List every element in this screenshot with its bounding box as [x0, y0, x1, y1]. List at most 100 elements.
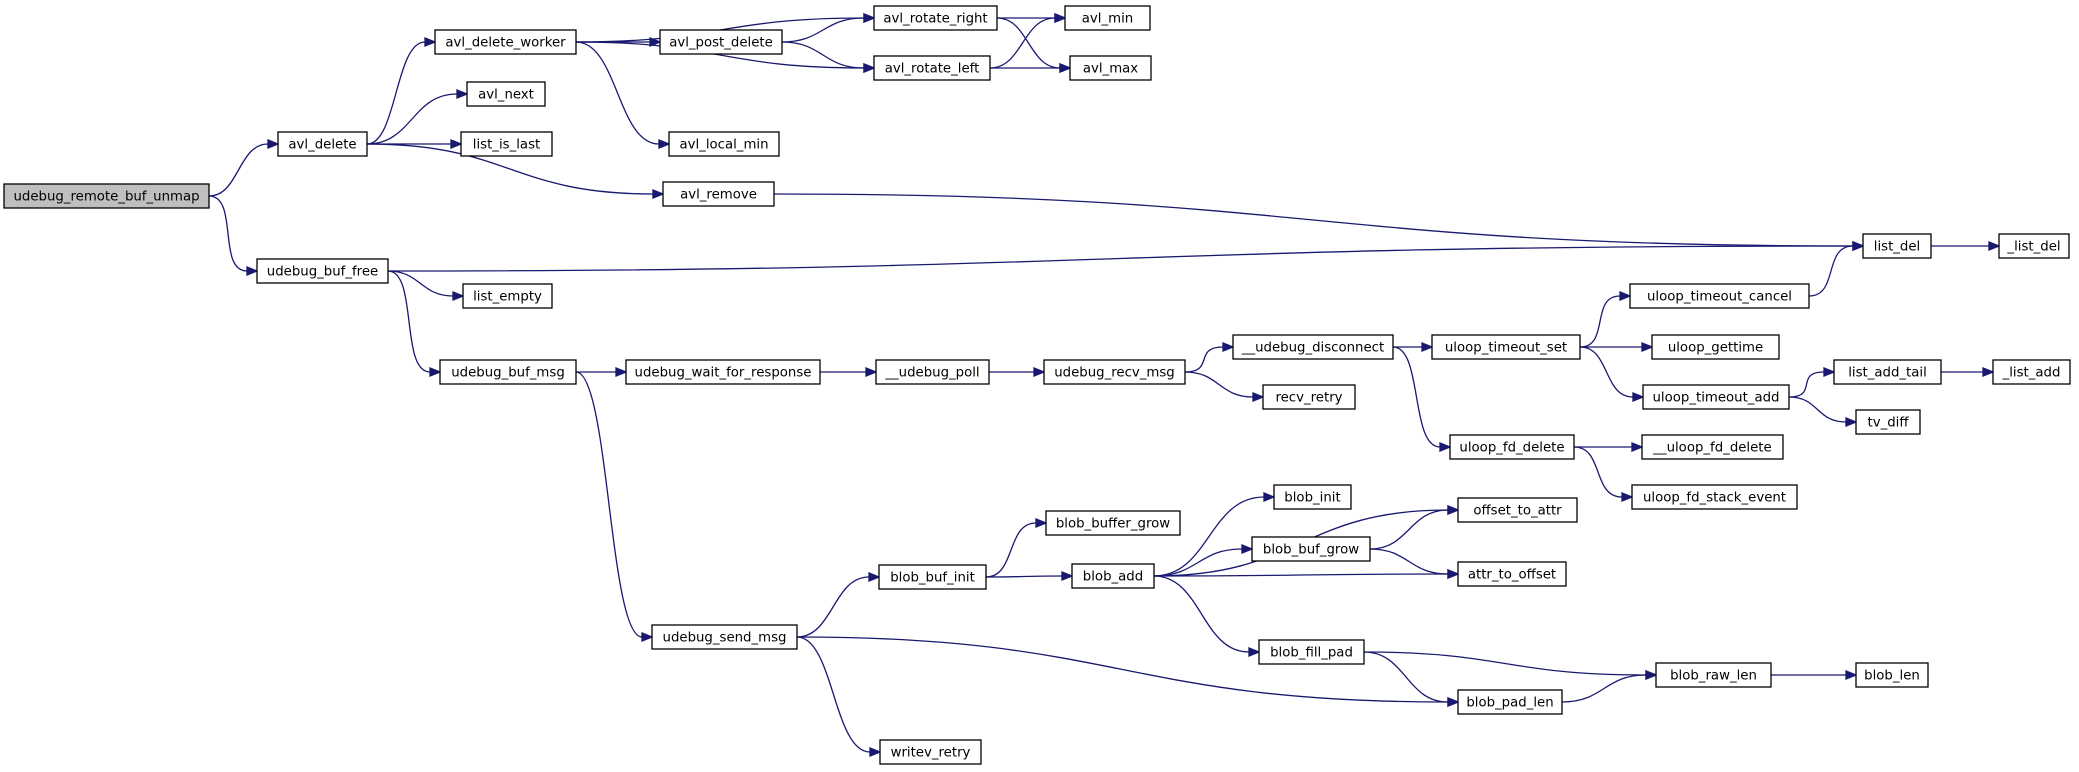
node-blob-buf-grow[interactable]: blob_buf_grow: [1251, 536, 1371, 562]
edge-blob_pad_len-to-blob_raw_len: [1561, 670, 1658, 703]
node-box: [434, 29, 577, 55]
arrow-head-icon: [452, 291, 465, 301]
node-box: [651, 624, 798, 650]
edge-line: [1363, 651, 1647, 676]
call-graph-nodes: udebug_remote_buf_unmap avl_delete avl_del…: [3, 5, 2071, 765]
node-udebug-wait-for-response[interactable]: udebug_wait_for_response: [625, 359, 821, 385]
node-label: attr_to_offset: [1468, 568, 1556, 583]
node-box: [1457, 497, 1578, 523]
node-avl-rotate-left[interactable]: avl_rotate_left: [873, 55, 991, 81]
node-avl-delete-worker[interactable]: avl_delete_worker: [434, 29, 577, 55]
edge-list_add_tail-to-_list_add: [1941, 367, 1995, 377]
node-uloop-fd-delete[interactable]: uloop_fd_delete: [1449, 434, 1575, 460]
node-blob-buf-init[interactable]: blob_buf_init: [878, 564, 987, 590]
node-avl-local-min[interactable]: avl_local_min: [668, 131, 780, 157]
edge-line: [366, 93, 458, 145]
node-avl-next[interactable]: avl_next: [466, 81, 546, 107]
node-label: list_add_tail: [1848, 366, 1927, 381]
arrow-head-icon: [1439, 442, 1452, 452]
node-tv-diff[interactable]: tv_diff: [1855, 409, 1921, 435]
node-recv-retry[interactable]: recv_retry: [1262, 384, 1356, 410]
arrow-head-icon: [1059, 63, 1072, 73]
node-blob-fill-pad[interactable]: blob_fill_pad: [1258, 639, 1365, 665]
edge-udebug_remote_buf_unmap-to-udebug_buf_free: [208, 195, 259, 276]
node-box: [668, 131, 780, 157]
arrow-head-icon: [1852, 241, 1865, 251]
edge-blob_buf_init-to-blob_buffer_grow: [985, 518, 1048, 578]
edge-line: [796, 636, 871, 753]
node-list-is-last[interactable]: list_is_last: [460, 131, 553, 157]
arrow-head-icon: [863, 63, 876, 73]
node-label: blob_buf_grow: [1263, 543, 1359, 558]
arrow-head-icon: [1845, 417, 1858, 427]
edge-uloop_timeout_set-to-uloop_gettime: [1579, 342, 1654, 352]
arrow-head-icon: [450, 139, 463, 149]
node-blob-len[interactable]: blob_len: [1855, 662, 1929, 688]
edge-avl_rotate_left-to-avl_min: [989, 13, 1067, 69]
node-label: __udebug_disconnect: [1241, 341, 1384, 356]
node-attr-to-offset[interactable]: attr_to_offset: [1457, 561, 1567, 587]
edge-line: [575, 41, 660, 145]
node-udebug-disconnect[interactable]: __udebug_disconnect: [1232, 334, 1394, 360]
node-udebug-send-msg[interactable]: udebug_send_msg: [651, 624, 798, 650]
node-box: [873, 55, 991, 81]
edge-blob_raw_len-to-blob_len: [1770, 670, 1858, 680]
node-udebug-buf-msg[interactable]: udebug_buf_msg: [439, 359, 577, 385]
node-label: blob_buffer_grow: [1056, 517, 1170, 532]
node-label: recv_retry: [1275, 391, 1342, 406]
node-udebug-poll[interactable]: __udebug_poll: [875, 359, 990, 385]
edge-line: [985, 522, 1037, 578]
node-label: avl_delete_worker: [445, 36, 566, 51]
node-udebug-remote-buf-unmap[interactable]: udebug_remote_buf_unmap: [3, 183, 210, 209]
arrow-head-icon: [1035, 518, 1048, 528]
arrow-head-icon: [1033, 367, 1046, 377]
node-label: udebug_wait_for_response: [635, 366, 812, 381]
arrow-head-icon: [1845, 670, 1858, 680]
node-list-add[interactable]: _list_add: [1992, 359, 2071, 385]
node-avl-rotate-right[interactable]: avl_rotate_right: [873, 5, 998, 31]
node-label: blob_raw_len: [1670, 669, 1757, 684]
arrow-head-icon: [456, 89, 469, 99]
node-label: tv_diff: [1867, 416, 1909, 431]
node-box: [3, 183, 210, 209]
node-avl-remove[interactable]: avl_remove: [662, 181, 775, 207]
node-blob-buffer-grow[interactable]: blob_buffer_grow: [1045, 510, 1181, 536]
node-avl-min[interactable]: avl_min: [1064, 5, 1151, 31]
edge-blob_fill_pad-to-blob_pad_len: [1363, 651, 1460, 707]
node-blob-init[interactable]: blob_init: [1273, 484, 1352, 510]
node-blob-add[interactable]: blob_add: [1071, 563, 1155, 589]
node-offset-to-attr[interactable]: offset_to_attr: [1457, 497, 1578, 523]
edge-line: [781, 41, 865, 69]
node-box: [439, 359, 577, 385]
edge-list_del-to-_list_del: [1930, 241, 2001, 251]
node-list-empty[interactable]: list_empty: [462, 283, 553, 309]
node-label: uloop_timeout_add: [1653, 391, 1780, 406]
node-avl-delete[interactable]: avl_delete: [277, 131, 368, 157]
node-box: [1992, 359, 2071, 385]
node-box: [1071, 563, 1155, 589]
node-blob-pad-len[interactable]: blob_pad_len: [1457, 689, 1563, 715]
node-avl-max[interactable]: avl_max: [1069, 55, 1152, 81]
node-list-del[interactable]: _list_del: [1998, 233, 2070, 259]
edge-line: [387, 245, 1854, 272]
node-avl-post-delete[interactable]: avl_post_delete: [659, 29, 783, 55]
arrow-head-icon: [1252, 392, 1265, 402]
edge-uloop_fd_delete-to-__uloop_fd_delete: [1574, 442, 1644, 452]
node-box: [1641, 434, 1784, 460]
node-uloop-timeout-set[interactable]: uloop_timeout_set: [1431, 334, 1581, 360]
node-uloop-fd-stack-event[interactable]: uloop_fd_stack_event: [1631, 484, 1798, 510]
node-uloop-fd-delete[interactable]: __uloop_fd_delete: [1641, 434, 1784, 460]
node-label: list_empty: [473, 290, 542, 305]
node-uloop-timeout-cancel[interactable]: uloop_timeout_cancel: [1629, 283, 1810, 309]
node-list-add-tail[interactable]: list_add_tail: [1833, 359, 1942, 385]
node-box: [1457, 561, 1567, 587]
arrow-head-icon: [1421, 342, 1434, 352]
node-label: avl_rotate_left: [885, 62, 980, 77]
node-uloop-timeout-add[interactable]: uloop_timeout_add: [1642, 384, 1790, 410]
node-list-del[interactable]: list_del: [1862, 233, 1932, 259]
node-uloop-gettime[interactable]: uloop_gettime: [1651, 334, 1780, 360]
node-udebug-recv-msg[interactable]: udebug_recv_msg: [1043, 359, 1186, 385]
node-writev-retry[interactable]: writev_retry: [879, 739, 982, 765]
node-udebug-buf-free[interactable]: udebug_buf_free: [256, 258, 389, 284]
node-blob-raw-len[interactable]: blob_raw_len: [1655, 662, 1772, 688]
